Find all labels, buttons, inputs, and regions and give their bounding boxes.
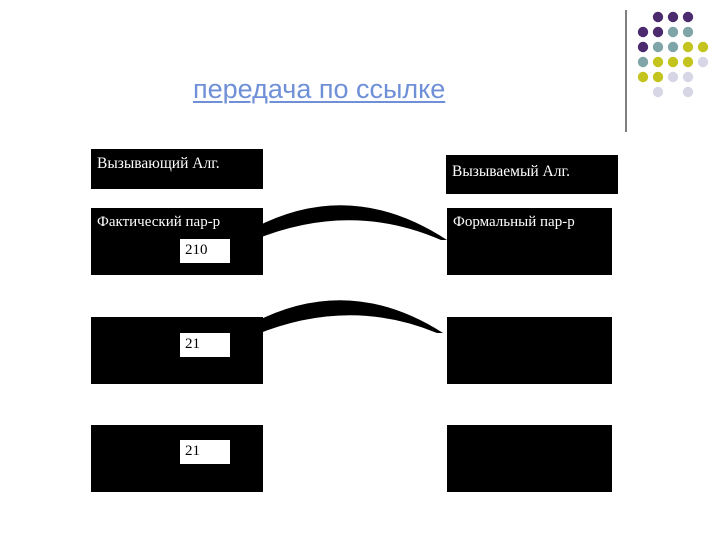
decor-dot-grid (637, 11, 709, 98)
decor-dot (682, 86, 694, 98)
decor-dot (682, 56, 694, 68)
decor-dot (637, 41, 649, 53)
decor-dot (637, 56, 649, 68)
caller-box: Вызывающий Алг. (91, 149, 263, 189)
decor-dot (652, 26, 664, 38)
actual-param-value-2: 21 (179, 332, 231, 358)
decor-dot (667, 26, 679, 38)
decor-dot (682, 11, 694, 23)
decor-dot (652, 86, 664, 98)
callee-box: Вызываемый Алг. (446, 155, 618, 194)
formal-param-box-1: Формальный пар-р (447, 208, 612, 275)
decor-dot (667, 41, 679, 53)
reference-arc-1 (232, 205, 447, 250)
callee-label: Вызываемый Алг. (452, 163, 570, 180)
reference-arc-2 (231, 300, 443, 346)
decor-dot (637, 26, 649, 38)
decor-dot (652, 11, 664, 23)
decor-dot (667, 56, 679, 68)
actual-param-label: Фактический пар-р (97, 214, 221, 230)
actual-param-value-1: 210 (179, 238, 231, 264)
decor-dot (682, 71, 694, 83)
caller-label: Вызывающий Алг. (97, 155, 220, 172)
slide-title[interactable]: передача по ссылке (193, 74, 446, 104)
decor-dot (682, 26, 694, 38)
formal-param-box-2 (447, 317, 612, 384)
actual-param-box-3 (91, 425, 263, 492)
formal-param-box-3 (447, 425, 612, 492)
actual-param-box-2 (91, 317, 263, 384)
decor-dot (652, 41, 664, 53)
actual-param-value-3: 21 (179, 439, 231, 465)
decor-dot (697, 56, 709, 68)
decor-dot (637, 71, 649, 83)
decor-dot (652, 56, 664, 68)
decor-dot (652, 71, 664, 83)
decor-dot (682, 41, 694, 53)
decor-divider-line (625, 10, 627, 132)
decor-dot (667, 11, 679, 23)
decor-dot (667, 71, 679, 83)
decor-dot (697, 41, 709, 53)
formal-param-label: Формальный пар-р (453, 214, 575, 230)
